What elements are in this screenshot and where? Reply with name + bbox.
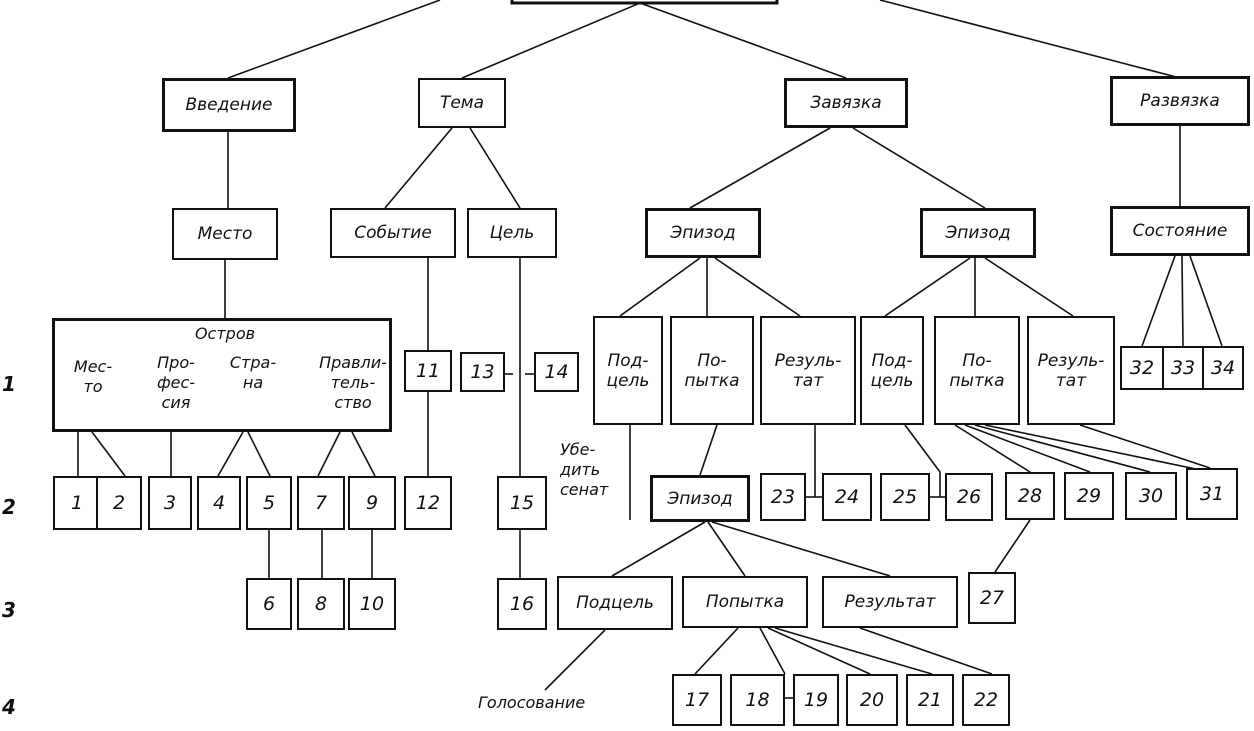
node-24: 24 [822,473,872,521]
node-20: 20 [846,674,898,726]
node-episode-lower: Эпизод [650,475,750,522]
node-14: 14 [534,352,579,392]
node-21: 21 [906,674,954,726]
level-label-1: 1 [2,372,16,396]
node-27: 27 [968,572,1016,624]
level-label-3: 3 [2,598,16,622]
node-goal: Цель [467,208,557,258]
node-16: 16 [497,578,547,630]
level-label-4: 4 [2,695,16,719]
node-23: 23 [760,473,806,521]
node-episode-2: Эпизод [920,208,1036,258]
node-15: 15 [497,476,547,530]
node-33: 33 [1162,346,1204,390]
node-theme: Тема [418,78,506,128]
node-7: 7 [297,476,345,530]
node-event: Событие [330,208,456,258]
annotation-voting: Голосование [478,693,586,712]
island-country: Стра- на [229,353,277,392]
node-11: 11 [404,350,452,392]
node-29: 29 [1064,472,1114,520]
node-place: Место [172,208,278,260]
node-subgoal-lower: Подцель [557,576,673,630]
node-attempt-lower: Попытка [682,576,808,628]
node-25: 25 [880,473,930,521]
node-12: 12 [404,476,452,530]
node-10: 10 [348,578,396,630]
level-label-2: 2 [2,495,16,519]
node-30: 30 [1125,472,1177,520]
node-28: 28 [1005,472,1055,520]
node-plot: Завязка [784,78,908,128]
node-episode-1: Эпизод [645,208,761,258]
node-18: 18 [730,674,785,726]
annotation-convince-senate: Убе- дить сенат [560,440,609,499]
island-government: Правли- тель- ство [319,353,387,412]
node-34: 34 [1202,346,1244,390]
node-result-1: Резуль- тат [760,316,856,425]
node-5: 5 [246,476,292,530]
node-attempt-2: По- пытка [934,316,1020,425]
node-3: 3 [148,476,192,530]
island-profession: Про- фес- сия [156,353,196,412]
node-31: 31 [1186,468,1238,520]
node-1: 1 [53,476,101,530]
node-introduction: Введение [162,78,296,132]
node-2: 2 [96,476,142,530]
island-place: Мес- то [73,357,113,396]
node-19: 19 [793,674,839,726]
node-9: 9 [348,476,396,530]
node-result-lower: Результат [822,576,958,628]
node-4: 4 [197,476,241,530]
node-13: 13 [460,352,505,392]
node-6: 6 [246,578,292,630]
island-title: Остров [194,324,256,343]
node-subgoal-1: Под- цель [593,316,663,425]
node-32: 32 [1120,346,1164,390]
node-attempt-1: По- пытка [670,316,754,425]
node-result-2: Резуль- тат [1027,316,1115,425]
node-island: Остров Мес- то Про- фес- сия Стра- на Пр… [52,318,392,432]
node-subgoal-2: Под- цель [860,316,924,425]
node-26: 26 [945,473,993,521]
node-state: Состояние [1110,206,1250,256]
node-17: 17 [672,674,722,726]
node-resolution: Развязка [1110,76,1250,126]
node-8: 8 [297,578,345,630]
node-22: 22 [962,674,1010,726]
